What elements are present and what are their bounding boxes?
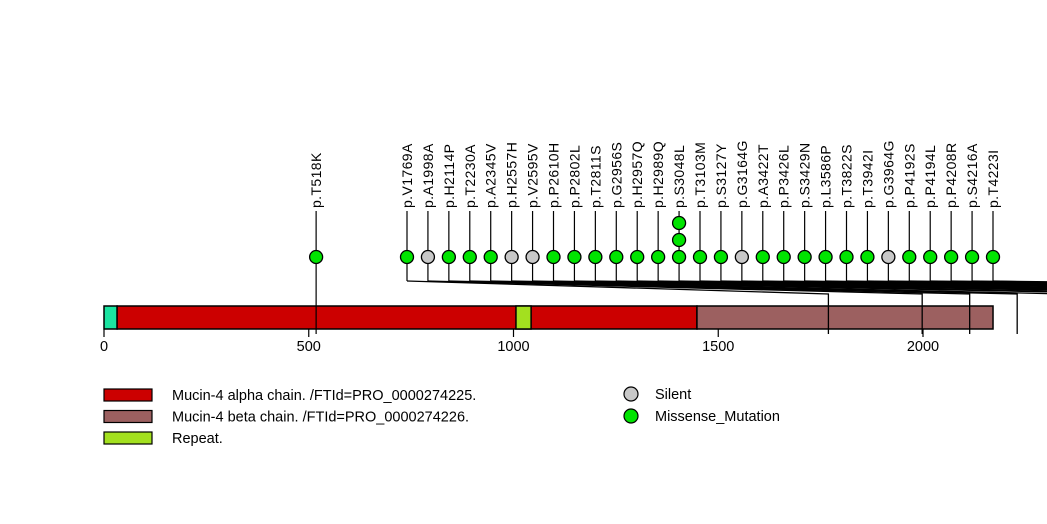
mutation-label: p.T3103M [692,142,708,208]
mutation-circle-missense_mutation [588,249,603,265]
legend-mutation-label: Missense_Mutation [655,409,780,425]
legend-mutation-label: Silent [655,387,691,403]
mutation-circle-silent [525,249,540,265]
axis-tick-label: 1500 [702,339,734,355]
mutation-circle-missense_mutation [923,249,938,265]
mutation-circle-missense_mutation [797,249,812,265]
mutation-circle-missense_mutation [567,249,582,265]
mutation-label: p.T2811S [587,145,603,208]
mutation-label: p.H2114P [441,144,457,208]
mutation-circle-missense_mutation [399,249,415,265]
mutation-circle-missense_mutation [546,249,561,265]
legend-domain-swatch [103,431,153,445]
mutation-circle-missense_mutation [609,249,624,265]
mutation-label: p.S3127Y [713,143,729,208]
axis-tick-label: 2000 [907,339,939,355]
mutation-circle-missense_mutation [902,249,917,265]
mutation-circle-missense_mutation [308,249,324,265]
mutation-label: p.G3964G [880,140,896,208]
mutation-circle-missense_mutation [650,249,666,265]
mutation-circle-missense_mutation [713,249,729,265]
mutation-circle-missense_mutation [776,249,791,265]
mutation-circle-missense_mutation [818,249,833,265]
mutation-label: p.P2802L [566,145,582,208]
legend-mutation-swatch [623,408,639,424]
leader-line [448,280,971,334]
mutation-label: p.H2989Q [650,141,666,208]
mutation-label: p.A3422T [755,144,771,208]
mutation-label: p.V2595V [525,143,541,208]
mutation-circle-silent [504,249,519,265]
mutation-label: p.G2956S [608,142,624,208]
mutation-circle-missense_mutation [692,249,708,265]
mutation-label: p.S3429N [797,143,813,208]
mutation-label: p.V1769A [399,143,415,208]
domain-segment-0 [103,305,118,330]
mutation-label: p.A2345V [483,143,499,208]
axis-tick-label: 500 [297,339,321,355]
axis-tick-label: 1000 [497,339,529,355]
mutation-label: p.T4223I [985,150,1001,208]
mutation-circle-missense_mutation [671,249,687,265]
mutation-label: p.L3586P [818,145,834,208]
legend-mutation-swatch [623,386,639,402]
mutation-circle-missense_mutation [964,249,980,265]
mutation-circle-missense_mutation [839,249,854,265]
domain-segment-1 [116,305,698,330]
legend-domain-swatch [103,388,153,402]
mutation-circle-silent [420,249,436,265]
mutation-circle-silent [734,249,750,265]
mutation-label: p.S3048L [671,145,687,208]
mutation-circle-missense_mutation [483,249,498,265]
mutation-label: p.P3426L [776,145,792,208]
mutation-label: p.P4194L [922,145,938,208]
mutation-circle-silent [881,249,896,265]
mutation-circle-missense_mutation [755,249,770,265]
mutation-label: p.P4208R [943,143,959,208]
domain-segment-3 [515,305,532,330]
mutation-circle-missense_mutation [671,232,687,248]
legend-domain-label: Mucin-4 alpha chain. /FTId=PRO_000027422… [172,388,476,404]
mutation-label: p.G3164G [734,140,750,208]
axis-tick-label: 0 [100,339,108,355]
mutation-label: p.T3822S [839,144,855,208]
leader-line [427,280,923,334]
legend-domain-label: Mucin-4 beta chain. /FTId=PRO_0000274226… [172,410,469,426]
mutation-label: p.T2230A [462,144,478,208]
legend-domain-swatch [103,409,153,424]
mutation-label: p.P2610H [546,143,562,208]
mutation-circle-missense_mutation [630,249,645,265]
mutation-circle-missense_mutation [671,215,687,231]
leader-line [741,280,1047,288]
leader-line [553,280,1047,293]
leader-line [490,280,1047,295]
mutation-label: p.H2557H [504,142,520,208]
mutation-circle-missense_mutation [860,249,875,265]
legend-domain-label: Repeat. [172,431,223,447]
mutation-circle-missense_mutation [462,249,477,265]
mutation-circle-missense_mutation [985,249,1001,265]
mutation-label: p.P4192S [901,143,917,208]
mutation-label: p.H2957Q [629,141,645,208]
leader-line [406,280,830,334]
mutation-label: p.T518K [308,152,324,208]
mutation-label: p.T3942I [859,150,875,208]
leader-line [469,280,1018,334]
mutation-label: p.A1998A [420,143,436,208]
domain-segment-2 [696,305,994,330]
mutation-circle-missense_mutation [943,249,959,265]
mutation-label: p.S4216A [964,143,980,208]
mutation-circle-missense_mutation [441,249,457,265]
